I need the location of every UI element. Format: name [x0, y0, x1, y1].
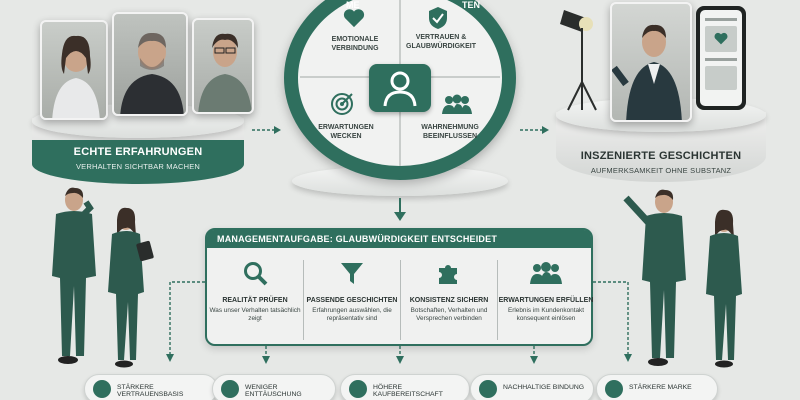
photo-presenter: [610, 2, 692, 122]
column-stories: PASSENDE GESCHICHTEN Erfahrungen auswähl…: [304, 252, 400, 350]
outcome-brand: STÄRKERE MARKE: [596, 374, 718, 400]
quadrant-label-expectations: ERWARTUNGEN WECKEN: [318, 124, 374, 140]
column-reality: REALITÄT PRÜFEN Was unser Verhalten tats…: [207, 252, 303, 350]
outcome-disappointment-label: WENIGER ENTTÄUSCHUNG: [245, 384, 302, 398]
outcome-trust: STÄRKERE VERTRAUENSBASIS: [84, 374, 218, 400]
shield-icon: [221, 380, 239, 398]
businessman-right: [623, 189, 686, 366]
column-expectations: ERWARTUNGEN ERFÜLLEN Erlebnis im Kundenk…: [498, 252, 594, 350]
ring-top-label-left: ME: [346, 0, 360, 10]
column-stories-desc: Erfahrungen auswählen, die repräsentativ…: [312, 307, 392, 323]
spotlight: [556, 2, 616, 117]
column-divider: [400, 260, 401, 340]
management-header: MANAGEMENTAUFGABE: GLAUBWÜRDIGKEIT ENTSC…: [207, 230, 591, 248]
heart-icon: [343, 8, 365, 33]
people-icon: [530, 262, 562, 284]
column-expectations-title: ERWARTUNGEN ERFÜLLEN: [498, 297, 594, 304]
ring-top-label-right: TEN: [462, 0, 480, 10]
outcome-brand-label: STÄRKERE MARKE: [629, 384, 692, 391]
left-podium-band: [32, 140, 244, 184]
arrow-circle-to-management: [393, 198, 407, 222]
businesswoman-left: [108, 207, 154, 368]
photo-woman: [40, 20, 108, 120]
cycle-icon: [479, 380, 497, 398]
growth-icon: [605, 380, 623, 398]
person-icon: [383, 71, 417, 107]
outcome-disappointment: WENIGER ENTTÄUSCHUNG: [212, 374, 336, 400]
group-icon: [440, 94, 474, 119]
outcome-purchase-label: HÖHERE KAUFBEREITSCHAFT: [373, 384, 443, 398]
businesswoman-right: [706, 209, 742, 368]
businessman-left: [52, 187, 96, 364]
right-platform-subtitle: AUFMERKSAMKEIT OHNE SUBSTANZ: [590, 166, 732, 175]
arrow-left-to-circle: [252, 122, 282, 134]
column-reality-title: REALITÄT PRÜFEN: [222, 297, 288, 304]
column-consistency-desc: Botschaften, Verhalten und Versprechen v…: [410, 307, 488, 323]
column-expectations-desc: Erlebnis im Kundenkontakt konsequent ein…: [507, 307, 585, 323]
right-platform-title: INSZENIERTE GESCHICHTEN: [580, 150, 742, 162]
photo-man-center: [112, 12, 188, 116]
left-platform-subtitle: VERHALTEN SICHTBAR MACHEN: [75, 162, 201, 171]
phone-screen: [700, 10, 742, 106]
center-badge: [369, 64, 431, 112]
column-reality-desc: Was unser Verhalten tatsächlich zeigt: [209, 307, 301, 323]
arrow-circle-to-right: [520, 122, 550, 134]
photo-man-right: [192, 18, 254, 114]
quadrant-label-perception: WAHRNEHMUNG BEEINFLUSSEN: [421, 124, 479, 140]
column-divider: [497, 260, 498, 340]
quadrant-label-trust: VERTRAUEN & GLAUBWÜRDIGKEIT: [406, 34, 476, 50]
outcome-loyalty-label: NACHHALTIGE BINDUNG: [503, 384, 585, 391]
quadrant-label-emotional: EMOTIONALE VERBINDUNG: [331, 36, 379, 52]
people-icon: [93, 380, 111, 398]
funnel-icon: [341, 263, 363, 284]
phone-mockup: [696, 6, 746, 110]
magnifier-icon: [244, 262, 268, 286]
outcome-trust-label: STÄRKERE VERTRAUENSBASIS: [117, 384, 184, 398]
left-platform-title: ECHTE ERFAHRUNGEN: [73, 146, 203, 158]
column-divider: [303, 260, 304, 340]
column-consistency-title: KONSISTENZ SICHERN: [409, 297, 489, 304]
outcome-loyalty: NACHHALTIGE BINDUNG: [470, 374, 594, 400]
puzzle-icon: [439, 265, 457, 284]
target-icon: [330, 92, 354, 121]
column-consistency: KONSISTENZ SICHERN Botschaften, Verhalte…: [401, 252, 497, 350]
column-stories-title: PASSENDE GESCHICHTEN: [306, 297, 398, 304]
management-box: MANAGEMENTAUFGABE: GLAUBWÜRDIGKEIT ENTSC…: [205, 228, 593, 346]
cart-icon: [349, 380, 367, 398]
outcome-purchase: HÖHERE KAUFBEREITSCHAFT: [340, 374, 470, 400]
shield-check-icon: [427, 6, 449, 35]
